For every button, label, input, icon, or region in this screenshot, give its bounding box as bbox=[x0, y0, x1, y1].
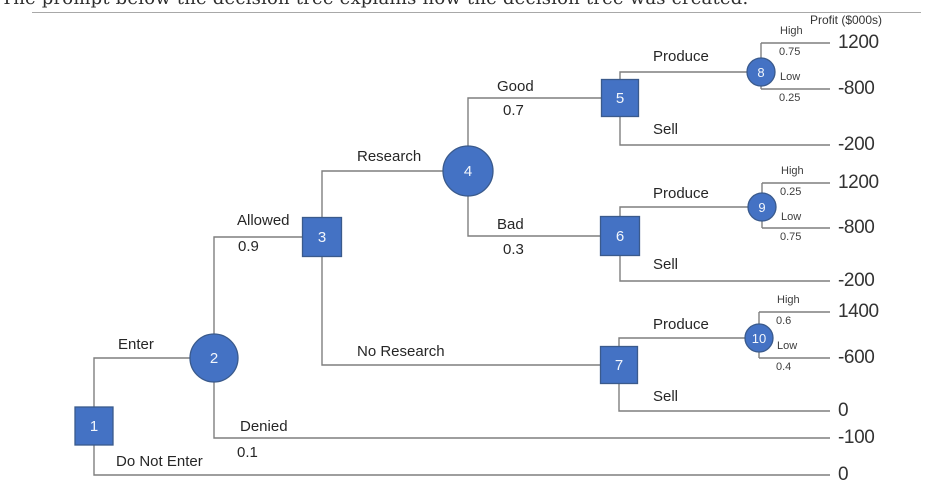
figure-top-border bbox=[32, 12, 921, 13]
node-3-number: 3 bbox=[318, 229, 326, 246]
document-heading-text: The prompt below the decision tree expla… bbox=[1, 0, 748, 8]
payoff-value-9: -100 bbox=[838, 427, 875, 448]
node-4-shape bbox=[442, 145, 494, 197]
branch-label-good: Good bbox=[497, 78, 534, 95]
branch-probability-high-8: 0.75 bbox=[779, 46, 801, 58]
branch-label-research: Research bbox=[357, 148, 422, 165]
branch-label-allowed: Allowed bbox=[237, 212, 290, 229]
branch-probability-high-9: 0.25 bbox=[780, 186, 802, 198]
tree-edge bbox=[619, 71, 748, 80]
branch-label-high-9: High bbox=[781, 165, 804, 177]
payoff-value-6: 1400 bbox=[838, 301, 879, 322]
payoff-value-3: 1200 bbox=[838, 172, 879, 193]
tree-edge bbox=[93, 445, 830, 476]
branch-label-low-8: Low bbox=[780, 71, 801, 83]
branch-label-sell-5: Sell bbox=[653, 121, 679, 138]
node-9-number: 9 bbox=[758, 200, 765, 215]
branch-probability-low-10: 0.4 bbox=[776, 361, 792, 373]
branch-label-low-9: Low bbox=[781, 211, 802, 223]
node-8-shape bbox=[746, 57, 776, 87]
node-9-shape bbox=[747, 192, 777, 222]
branch-probability-low-9: 0.75 bbox=[780, 231, 802, 243]
tree-edge bbox=[213, 382, 830, 439]
tree-edge bbox=[93, 357, 191, 407]
branch-label-do-not-enter: Do Not Enter bbox=[116, 453, 203, 470]
payoff-value-1: -800 bbox=[838, 78, 875, 99]
node-2-shape bbox=[189, 333, 239, 383]
branch-label-sell-7: Sell bbox=[653, 388, 679, 405]
profit-axis-label: Profit ($000s) bbox=[810, 13, 883, 27]
node-3-shape bbox=[301, 216, 343, 258]
tree-edge bbox=[619, 256, 830, 282]
branch-probability-denied: 0.1 bbox=[237, 444, 258, 461]
node-2-number: 2 bbox=[210, 350, 218, 367]
tree-edge bbox=[619, 117, 830, 146]
tree-edge bbox=[467, 97, 601, 146]
branch-probability-low-8: 0.25 bbox=[779, 92, 801, 104]
branch-label-high-8: High bbox=[780, 25, 803, 37]
node-7-shape bbox=[599, 345, 639, 385]
branch-label-high-10: High bbox=[777, 294, 800, 306]
payoff-value-8: 0 bbox=[838, 400, 849, 421]
node-1-number: 1 bbox=[90, 418, 98, 435]
payoff-value-7: -600 bbox=[838, 347, 875, 368]
node-4-number: 4 bbox=[464, 163, 472, 180]
tree-edge bbox=[618, 384, 830, 412]
node-1-shape bbox=[74, 406, 114, 446]
node-8-number: 8 bbox=[757, 65, 764, 80]
branch-label-produce-6: Produce bbox=[653, 185, 709, 202]
tree-edge bbox=[618, 337, 746, 346]
node-5-number: 5 bbox=[616, 90, 624, 107]
node-10-shape bbox=[744, 323, 774, 353]
tree-edge bbox=[619, 206, 749, 216]
payoff-value-10: 0 bbox=[838, 464, 849, 485]
payoff-value-5: -200 bbox=[838, 270, 875, 291]
branch-probability-good: 0.7 bbox=[503, 102, 524, 119]
branch-probability-allowed: 0.9 bbox=[238, 238, 259, 255]
tree-edge bbox=[321, 170, 444, 218]
branch-label-produce-5: Produce bbox=[653, 48, 709, 65]
branch-label-produce-7: Produce bbox=[653, 316, 709, 333]
tree-edge bbox=[321, 257, 600, 366]
node-6-shape bbox=[599, 215, 641, 257]
branch-probability-high-10: 0.6 bbox=[776, 315, 792, 327]
branch-probability-bad: 0.3 bbox=[503, 241, 524, 258]
tree-edge bbox=[213, 236, 303, 334]
payoff-value-2: -200 bbox=[838, 134, 875, 155]
branch-label-low-10: Low bbox=[777, 340, 798, 352]
node-5-shape bbox=[600, 78, 640, 118]
payoff-value-4: -800 bbox=[838, 217, 875, 238]
branch-label-no-research: No Research bbox=[357, 343, 445, 360]
node-10-number: 10 bbox=[752, 331, 766, 346]
node-6-number: 6 bbox=[616, 228, 624, 245]
branch-label-sell-6: Sell bbox=[653, 256, 679, 273]
branch-label-bad: Bad bbox=[497, 216, 524, 233]
node-7-number: 7 bbox=[615, 357, 623, 374]
payoff-value-0: 1200 bbox=[838, 32, 879, 53]
branch-label-denied: Denied bbox=[240, 418, 288, 435]
branch-label-enter: Enter bbox=[118, 336, 154, 353]
tree-edge bbox=[467, 196, 601, 237]
